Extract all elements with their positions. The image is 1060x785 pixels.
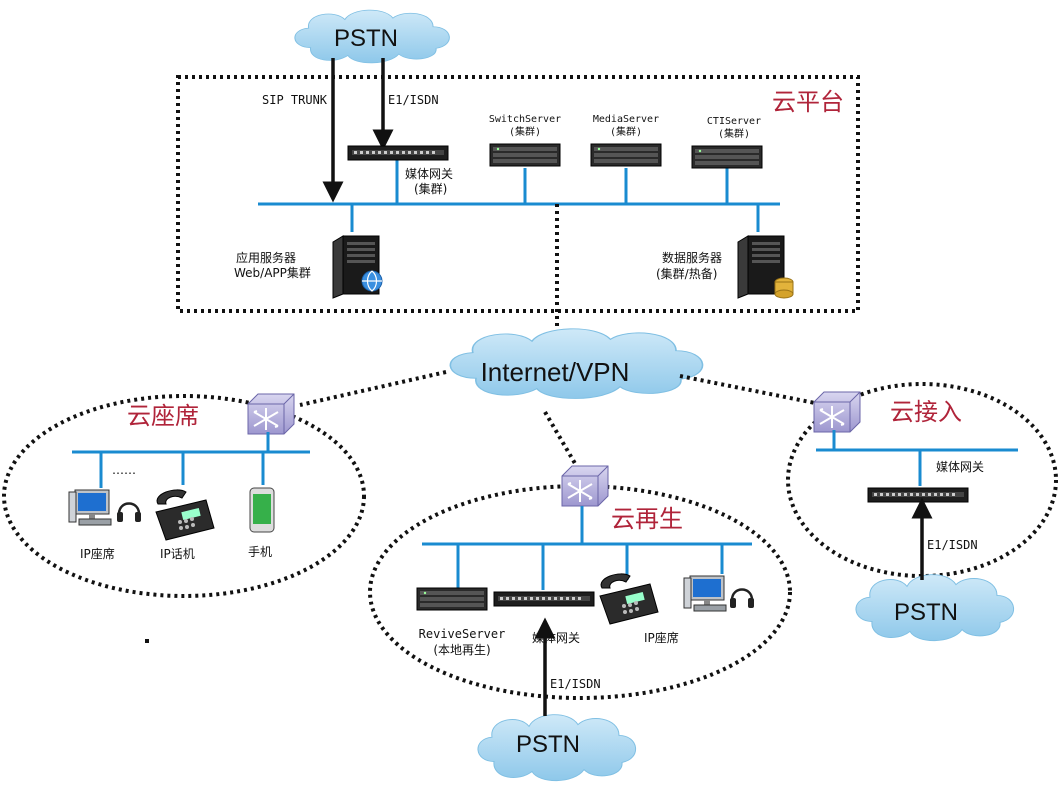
access-media-gateway <box>867 487 969 503</box>
regen-headset-icon <box>728 588 756 610</box>
cloud-seat-boundary <box>2 394 366 598</box>
cloud-platform-label: 云平台 <box>772 88 844 116</box>
data-server-label-2: (集群/热备) <box>656 266 717 281</box>
cloud-platform-boundary <box>176 75 860 313</box>
app-server-label-1: 应用服务器 <box>236 250 296 265</box>
media-server-label-2: (集群) <box>610 125 642 138</box>
access-media-gateway-label: 媒体网关 <box>936 460 984 474</box>
seat-switch <box>247 393 295 435</box>
media-server-label-1: MediaServer <box>593 114 659 125</box>
regen-media-gateway-label: 媒体网关 <box>532 631 580 645</box>
regen-ip-seat-label: IP座席 <box>644 630 679 645</box>
cloud-access-boundary <box>786 382 1058 578</box>
regen-pc-icon <box>683 575 727 612</box>
e1-isdn-label-bottom: E1/ISDN <box>550 677 601 691</box>
revive-server-label-2: (本地再生) <box>433 643 490 657</box>
media-gateway-cluster <box>347 145 449 161</box>
mobile-phone-icon <box>249 487 275 533</box>
globe-icon <box>361 270 383 292</box>
database-icon <box>774 277 794 299</box>
data-server-label-1: 数据服务器 <box>662 250 722 265</box>
sip-trunk-label: SIP TRUNK <box>262 93 328 107</box>
media-gateway-label-1: 媒体网关 <box>405 167 453 181</box>
cti-server-rack <box>691 145 763 169</box>
switch-server-label-2: (集群) <box>509 125 541 138</box>
ip-phone-icon <box>155 489 215 541</box>
cloud-seat-label: 云座席 <box>127 402 199 430</box>
ip-seat-headset-icon <box>115 502 143 524</box>
regen-media-gateway <box>493 591 595 607</box>
cti-server-label-2: (集群) <box>718 127 750 140</box>
switch-server-rack <box>489 143 561 167</box>
e1-isdn-label-right: E1/ISDN <box>927 538 978 552</box>
stray-dot <box>145 639 149 643</box>
cloud-access-label: 云接入 <box>890 398 962 426</box>
access-switch <box>813 391 861 433</box>
link-internet-seat <box>299 370 447 407</box>
link-internet-regen <box>543 410 582 474</box>
app-server-label-2: Web/APP集群 <box>234 265 311 280</box>
regen-switch <box>561 465 609 507</box>
ip-phone-label: IP话机 <box>160 547 195 561</box>
regen-ip-phone-icon <box>599 573 659 625</box>
ip-seat-pc-icon <box>68 489 112 526</box>
media-server-rack <box>590 143 662 167</box>
pstn-right-label: PSTN <box>894 599 958 626</box>
media-gateway-label-2: (集群) <box>414 181 447 196</box>
pstn-bottom-label: PSTN <box>516 731 580 758</box>
internet-label: Internet/VPN <box>481 357 630 387</box>
pstn-top-label: PSTN <box>334 25 398 52</box>
seat-ellipsis: …… <box>112 463 136 477</box>
ip-seat-label: IP座席 <box>80 546 115 561</box>
e1-isdn-label-top: E1/ISDN <box>388 93 439 107</box>
switch-server-label-1: SwitchServer <box>489 114 561 125</box>
cti-server-label-1: CTIServer <box>707 116 761 127</box>
cloud-regen-label: 云再生 <box>611 505 683 533</box>
revive-server-label-1: ReviveServer <box>419 627 506 641</box>
revive-server-rack <box>416 587 488 611</box>
mobile-label: 手机 <box>248 545 272 559</box>
link-internet-access <box>679 374 816 405</box>
